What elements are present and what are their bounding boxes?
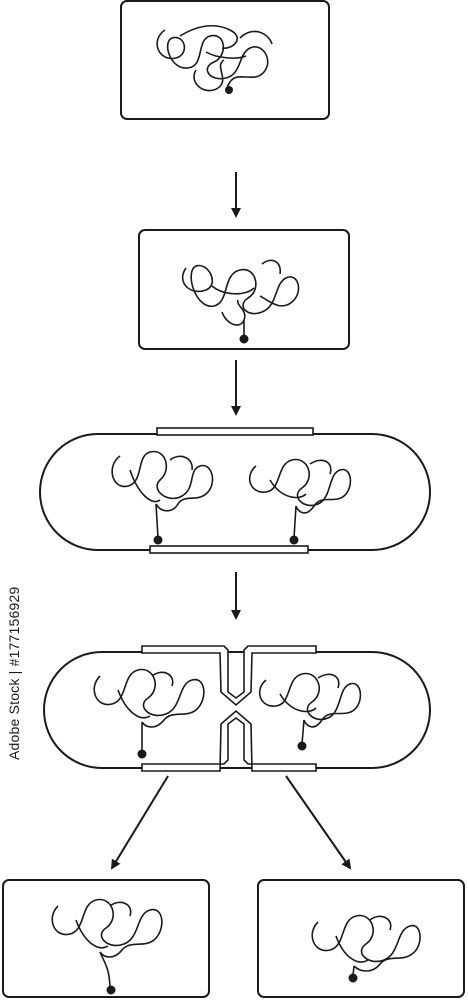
stock-id-watermark: Adobe Stock | #177156929 xyxy=(6,586,22,760)
cell-capsule-4 xyxy=(43,651,431,769)
origin-point-2 xyxy=(239,334,249,344)
chromosome-tangle-3b xyxy=(248,458,352,539)
arrow-right xyxy=(285,775,352,870)
membrane-top-3 xyxy=(156,427,314,436)
origin-point-4b xyxy=(297,741,307,751)
septum-membrane-4 xyxy=(141,645,317,772)
chromosome-tangle-1 xyxy=(156,24,273,95)
chromosome-tangle-2 xyxy=(181,259,300,338)
origin-point-4a xyxy=(137,749,147,759)
chromosome-tangle-4a xyxy=(93,668,205,752)
origin-point-1 xyxy=(225,86,233,94)
chromosome-tangle-5b xyxy=(311,914,421,976)
daughter-box-left xyxy=(2,879,210,998)
cell-box-2 xyxy=(138,229,350,350)
cell-capsule-3 xyxy=(39,433,431,551)
membrane-bottom-3 xyxy=(149,545,309,554)
cell-box-1 xyxy=(120,0,330,120)
origin-point-5b xyxy=(348,973,358,983)
chromosome-tangle-4b xyxy=(258,672,362,745)
origin-point-3a xyxy=(153,535,163,545)
origin-point-5a xyxy=(106,985,116,995)
arrow-left xyxy=(110,775,169,870)
chromosome-tangle-3a xyxy=(111,450,214,539)
origin-point-3b xyxy=(289,535,299,545)
daughter-box-right xyxy=(257,879,465,998)
chromosome-tangle-5a xyxy=(51,898,163,991)
